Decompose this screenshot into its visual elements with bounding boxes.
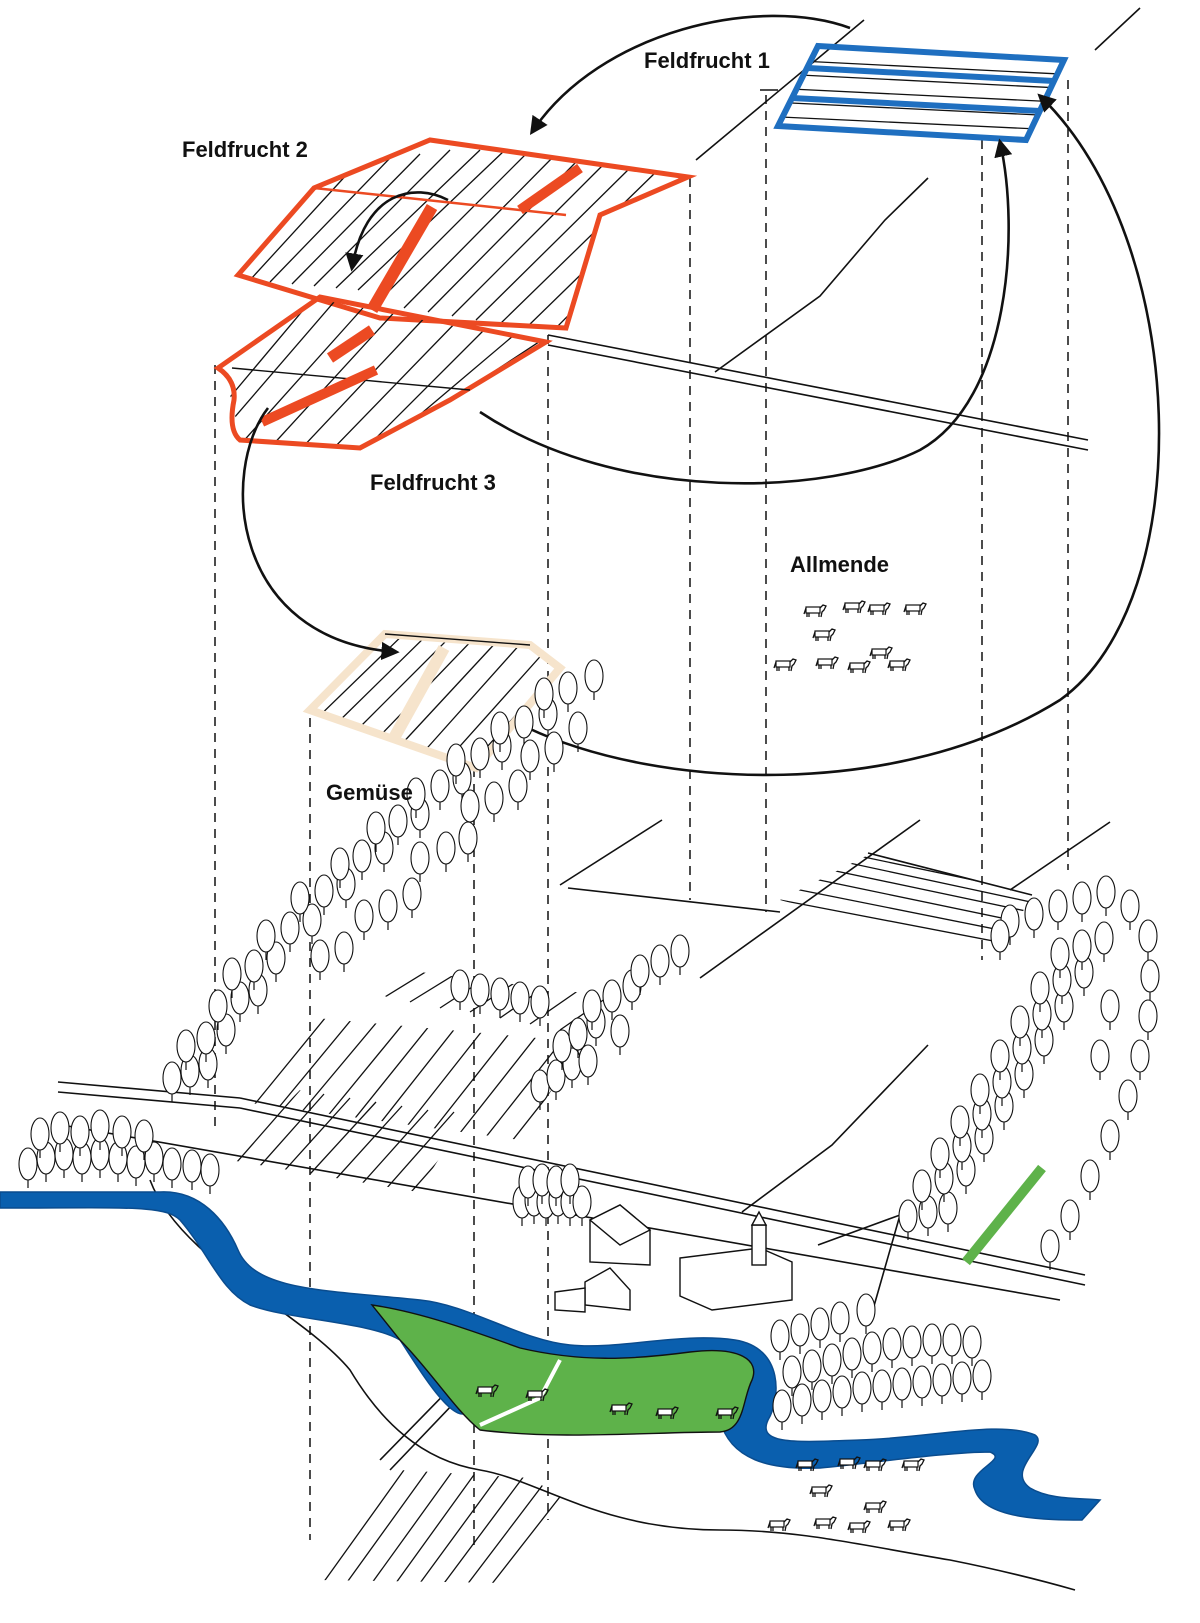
upper-map-lines bbox=[547, 7, 1141, 451]
forest-west bbox=[18, 1109, 220, 1195]
forest-east bbox=[898, 875, 1160, 1271]
forest-northwest bbox=[162, 659, 604, 1103]
arrow-icon bbox=[345, 191, 449, 272]
label-crop-3: Feldfrucht 3 bbox=[370, 470, 496, 495]
arrow-icon bbox=[241, 407, 400, 661]
label-crop-1: Feldfrucht 1 bbox=[644, 48, 770, 73]
label-crop-2: Feldfrucht 2 bbox=[182, 137, 308, 162]
field-crop-3 bbox=[213, 294, 553, 451]
commons-cows bbox=[773, 600, 927, 674]
label-vegetables: Gemüse bbox=[326, 780, 413, 805]
pasture-cows bbox=[767, 1456, 925, 1534]
meadow bbox=[370, 1304, 755, 1436]
building-icon bbox=[554, 1204, 793, 1313]
arrow-icon bbox=[479, 138, 1013, 485]
lower-landscape bbox=[0, 819, 1111, 1591]
rotation-arrows bbox=[241, 14, 1161, 777]
label-commons: Allmende bbox=[790, 552, 890, 577]
forest-southeast bbox=[770, 1293, 992, 1431]
field-crop-1 bbox=[760, 42, 1069, 144]
arrow-icon bbox=[527, 93, 1161, 777]
forest-village bbox=[512, 1163, 592, 1227]
arrow-icon bbox=[529, 14, 851, 136]
